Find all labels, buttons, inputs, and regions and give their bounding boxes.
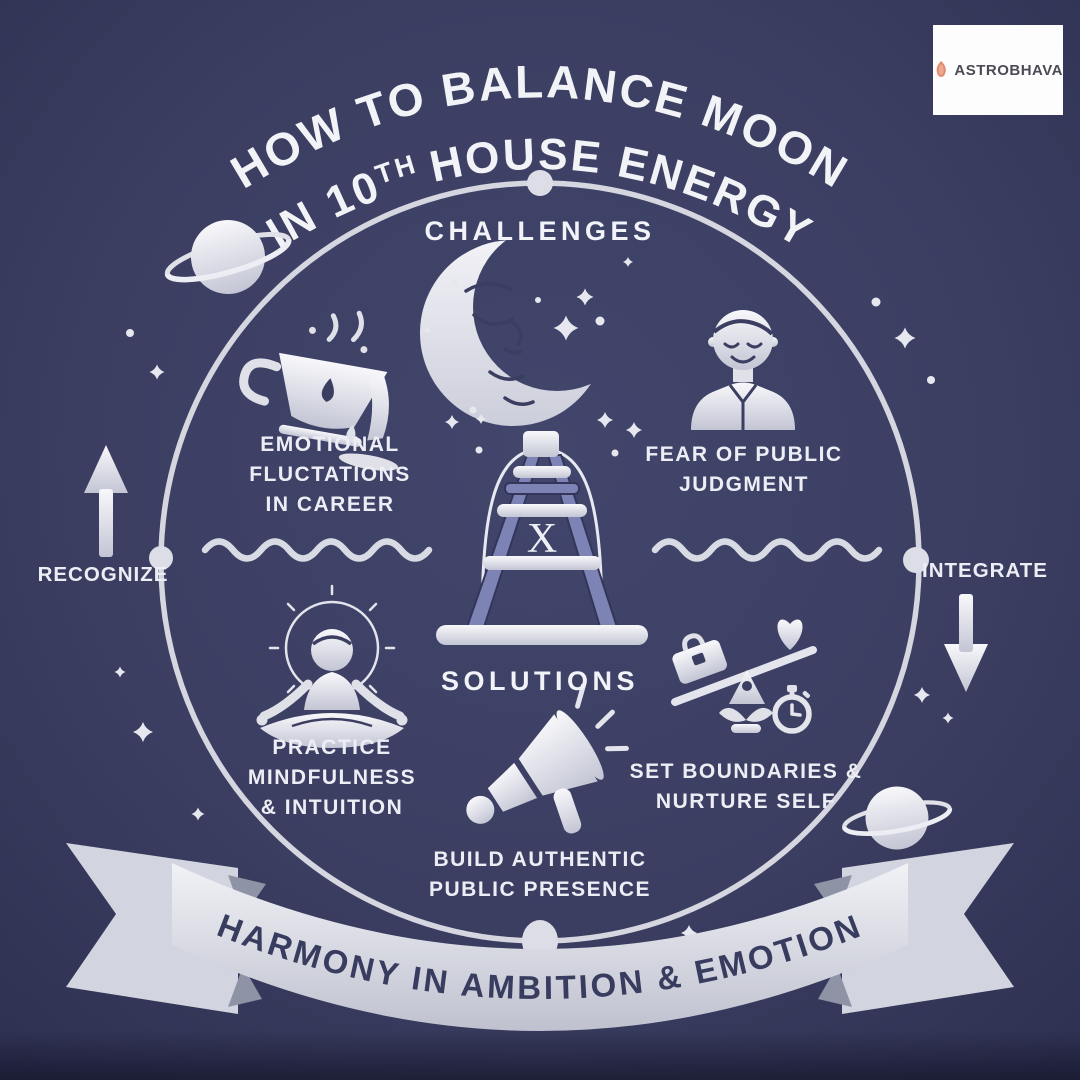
leaf-icon [936, 60, 946, 77]
fulcrum-icon [729, 670, 765, 704]
bottom-vignette [0, 1030, 1080, 1080]
wave-divider-left [201, 538, 433, 562]
solution-label-boundaries: SET BOUNDARIES & NURTURE SELF [629, 760, 863, 813]
challenges-heading: CHALLENGES [424, 216, 656, 246]
wave-divider-right [651, 538, 883, 562]
solution-label-public-presence: BUILD AUTHENTIC PUBLIC PRESENCE [428, 848, 652, 901]
orbit-node-right-icon [903, 547, 929, 573]
recognize-arrow-up-icon [84, 445, 128, 557]
stopwatch-icon [772, 685, 812, 734]
challenge-label-emotional-fluctations: EMOTIONAL FLUCTATIONS IN CAREER [249, 433, 411, 516]
brand-logo: ASTROBHAVA [933, 25, 1063, 115]
saturn-planet-small-icon [841, 786, 953, 850]
saturn-planet-icon [164, 220, 292, 294]
star-sparkles [114, 257, 954, 941]
brand-name: ASTROBHAVA [954, 61, 1063, 79]
solution-label-mindfulness: PRACTICE MINDFULNESS & INTUITION [247, 736, 417, 819]
integrate-label: INTEGRATE [922, 559, 1048, 582]
solutions-heading: SOLUTIONS [440, 666, 640, 696]
ladder-10th-house-icon: X [436, 431, 648, 645]
spilling-cup-icon [239, 310, 399, 471]
orbit-node-left-icon [149, 546, 173, 570]
challenge-label-fear-of-judgment: FEAR OF PUBLIC JUDGMENT [645, 443, 843, 496]
crescent-moon-icon [390, 210, 650, 470]
work-life-balance-icon [671, 619, 817, 734]
recognize-label: RECOGNIZE [37, 563, 169, 586]
plant-icon [719, 707, 773, 733]
ribbon-band [172, 863, 908, 1031]
briefcase-icon [672, 633, 727, 684]
house-numeral: X [527, 516, 557, 562]
orbit-node-top-icon [527, 170, 553, 196]
heart-icon [777, 619, 803, 650]
calm-person-icon [691, 310, 795, 430]
meditation-icon [256, 584, 408, 748]
megaphone-icon [466, 683, 629, 834]
integrate-arrow-down-icon [944, 594, 988, 692]
